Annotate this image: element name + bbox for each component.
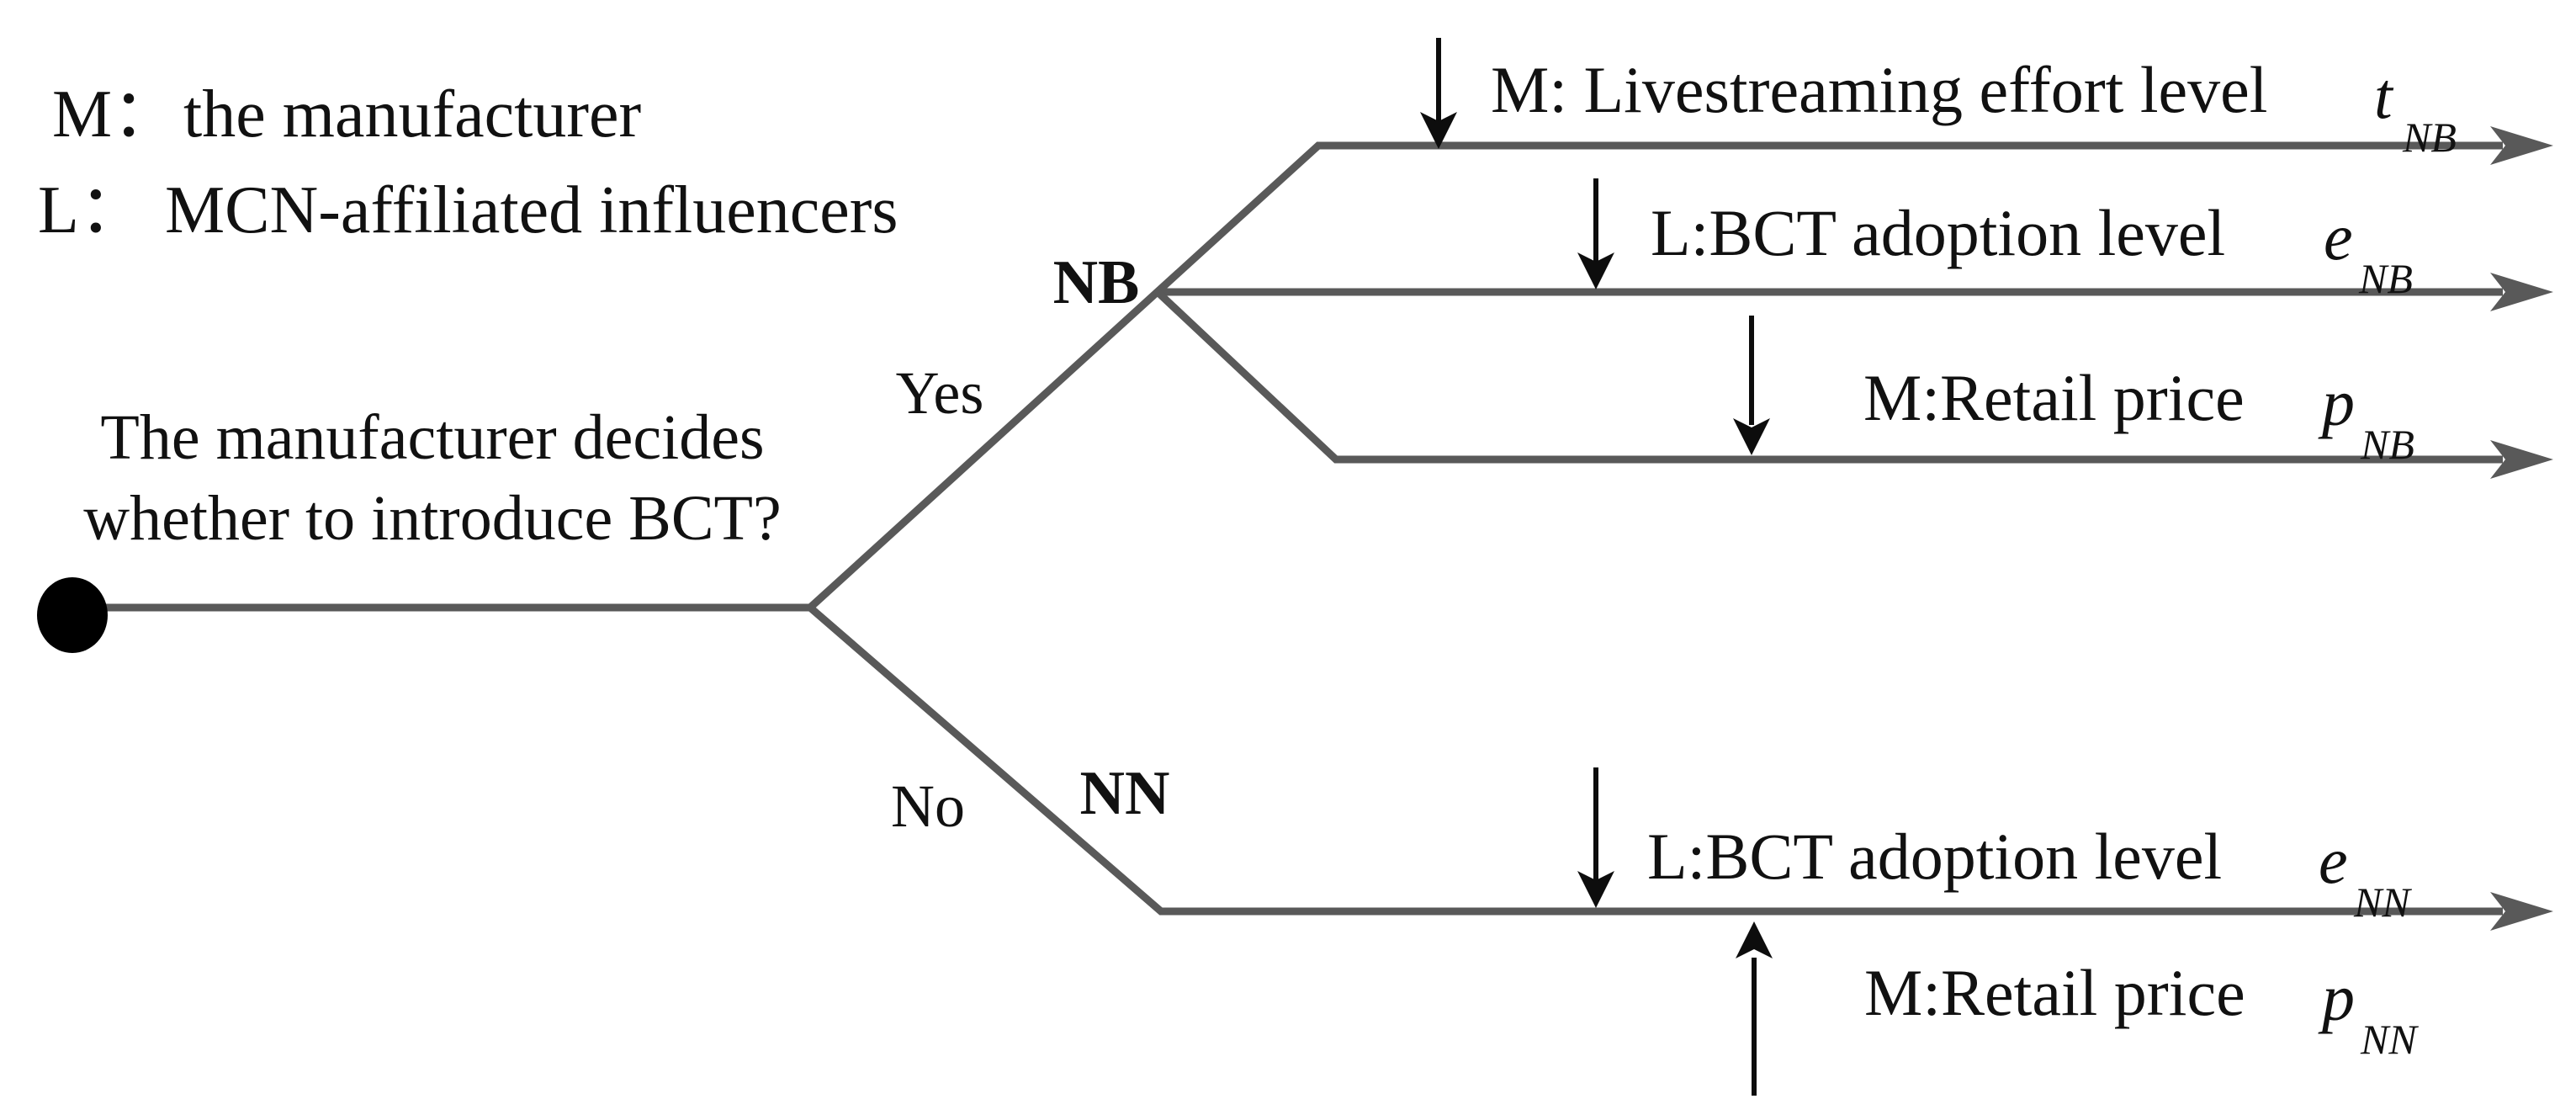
decision-label-bct-nn: L:BCT adoption level [1647,820,2222,893]
no-branch-label: No [891,772,965,840]
decision-label-livestreaming-nb: M: Livestreaming effort level [1491,53,2267,126]
legend-value-manufacturer: the manufacturer [183,77,641,151]
decision-subscript-p-nn: NN [2360,1016,2419,1063]
root-question-line2: whether to introduce BCT? [83,483,781,554]
yes-branch-label: Yes [896,359,984,427]
timeline-1-arrowhead-icon [2490,126,2553,165]
root-question-line1: The manufacturer decides [100,402,764,473]
scenario-node-nb: NB [1053,248,1140,317]
down-arrow-icon-price-nb [1733,316,1770,455]
timeline-3 [1154,289,2503,464]
decision-label-price-nn: M:Retail price [1864,956,2245,1029]
decision-subscript-e-nb: NB [2358,255,2413,302]
legend-key-manufacturer: M： [52,77,179,151]
down-arrow-icon-bct-nb [1577,178,1614,289]
legend-key-influencers: L： [38,173,146,247]
scenario-node-nn: NN [1080,759,1170,828]
timeline-2-arrowhead-icon [2490,273,2553,311]
decision-subscript-p-nb: NB [2360,421,2414,468]
timeline-3-arrowhead-icon [2490,440,2553,479]
timeline-4-arrowhead-icon [2490,892,2553,931]
decision-symbol-p-nn: p [2318,961,2355,1034]
decision-subscript-e-nn: NN [2353,879,2412,926]
no-branch-and-timeline-4 [808,604,2503,916]
legend-value-influencers: MCN-affiliated influencers [165,173,898,247]
decision-label-price-nb: M:Retail price [1863,361,2245,434]
decision-subscript-t-nb: NB [2402,114,2457,161]
decision-symbol-e-nb: e [2324,200,2353,273]
root-decision-node [37,577,108,653]
decision-label-bct-nb: L:BCT adoption level [1651,196,2225,269]
up-arrow-icon-price-nn [1736,921,1773,1096]
down-arrow-icon-bct-nn [1577,767,1614,908]
decision-symbol-e-nn: e [2319,824,2348,897]
yes-branch-and-timeline-1 [807,141,2503,611]
decision-symbol-t-nb: t [2374,59,2394,132]
down-arrow-icon-livestreaming [1420,38,1457,149]
decision-symbol-p-nb: p [2318,366,2355,439]
